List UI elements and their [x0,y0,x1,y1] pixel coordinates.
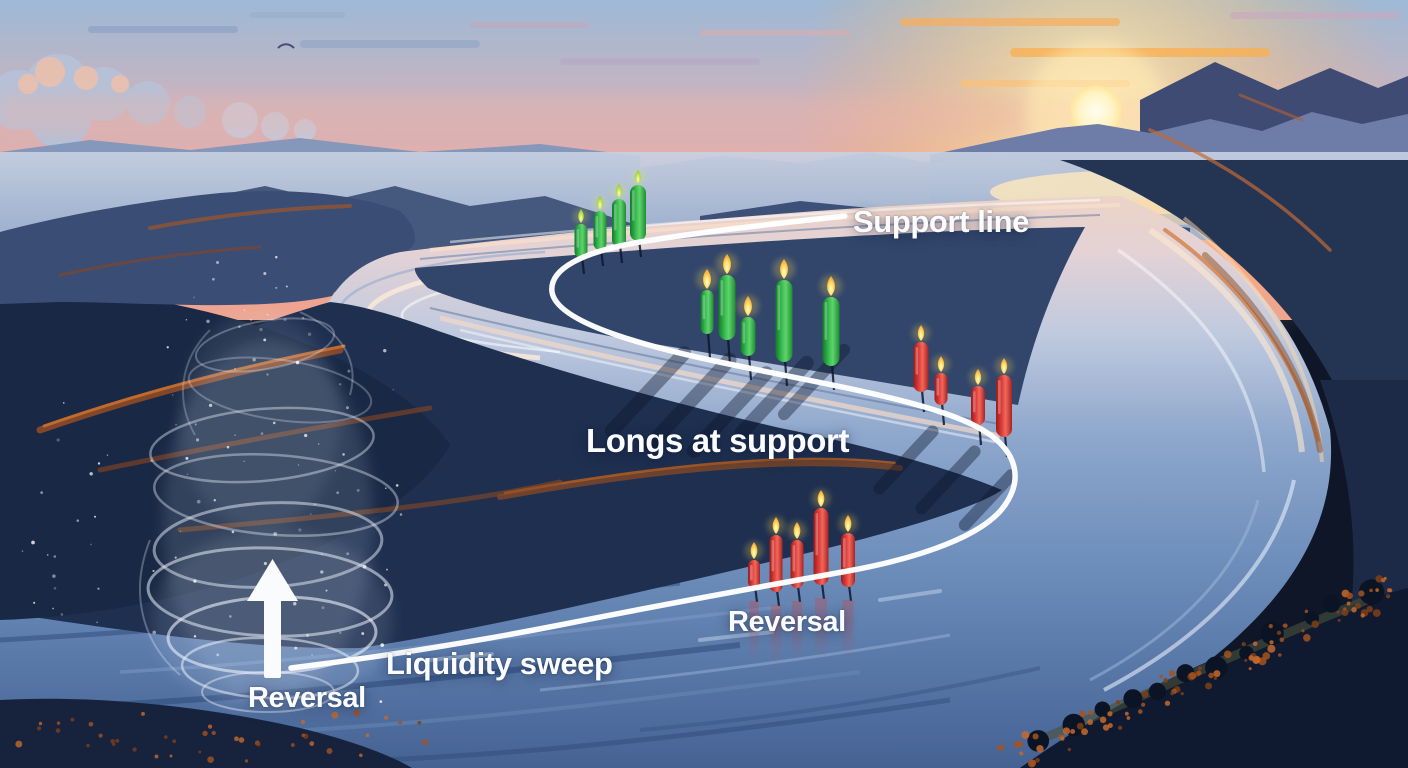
candle-group-reversal [744,489,858,667]
label-reversal-lower: Reversal [248,682,366,714]
candle-group-breakdown [912,324,1013,458]
candle-flame-icon [744,296,752,316]
candle-group-longs-at-support [696,253,842,391]
support-line-path [288,213,1018,671]
candle-flame-icon [597,196,603,210]
candle-flame-icon [817,490,825,507]
label-support-line: Support line [853,204,1030,239]
label-longs-at-support: Longs at support [586,422,850,459]
candle-flame-icon [827,276,835,296]
candle-group-uptrend-distant [573,169,646,275]
candle-flame-icon [844,515,852,532]
label-reversal-upper: Reversal [728,606,846,638]
candle-flame-icon [750,542,758,559]
candle-flame-icon [635,170,641,184]
whirlwind-icon [139,310,399,713]
candle-flame-icon [723,254,731,274]
candle-flame-icon [974,369,982,385]
candle-flame-icon [1000,358,1008,374]
candle-flame-icon [780,259,788,279]
candles-layer [573,169,1013,667]
candle-flame-icon [772,517,780,534]
label-liquidity-sweep: Liquidity sweep [386,646,613,681]
foreground-hills [0,575,1408,768]
sparkle-particles [21,255,403,704]
up-arrow-icon [247,559,298,678]
sun [1070,85,1122,137]
candle-flame-icon [937,356,945,372]
candle-flame-icon [917,325,925,341]
candle-flame-icon [578,209,584,223]
bird-icon [277,43,295,49]
candle-flame-icon [703,269,711,289]
candle-flame-icon [616,184,622,198]
candle-flame-icon [793,522,801,539]
